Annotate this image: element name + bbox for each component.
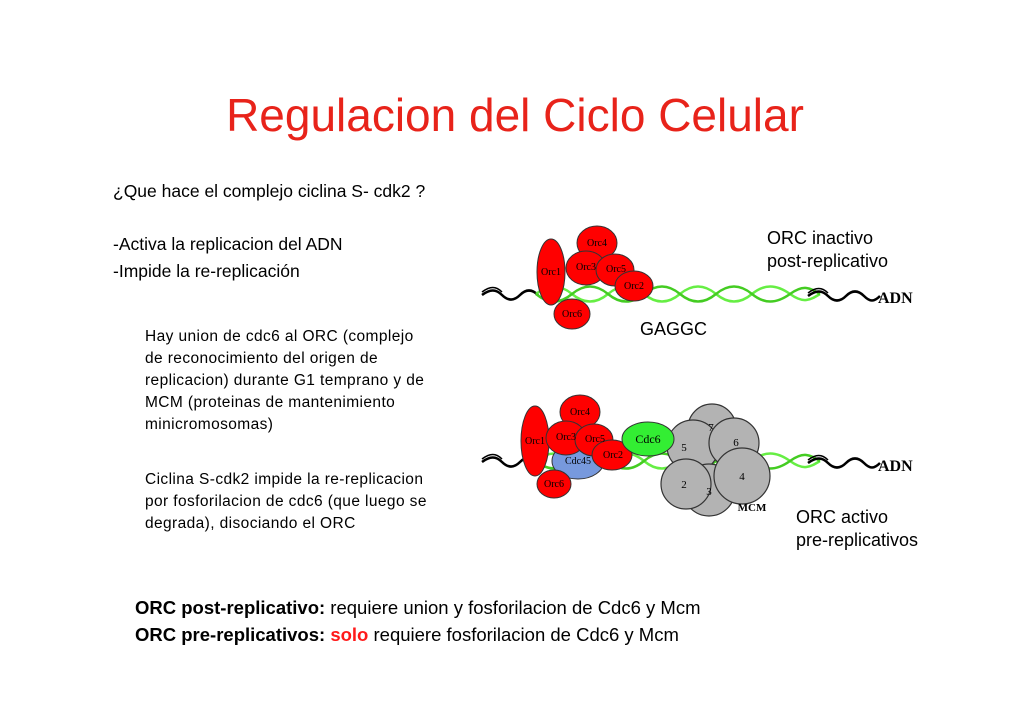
dna-label: ADN [878,458,913,475]
protein-label: Orc2 [603,450,623,461]
protein-label: Cdc45 [565,456,591,467]
summary-term: ORC pre-replicativos: [135,624,326,645]
function-item: -Impide la re-replicación [113,261,300,281]
mcm-complex [660,403,771,517]
summary-emphasis: solo [330,624,369,645]
mcm-text-label: MCM [738,502,767,514]
mcm-label: 7 [708,422,714,434]
paragraph-line: Ciclina S-cdk2 impide la re-replicacion [145,471,424,488]
paragraph-line: MCM (proteinas de mantenimiento [145,394,396,411]
mcm-label: 2 [681,479,687,491]
orc-inactive-label: ORC inactivo post-replicativo [767,227,888,273]
label-line: ORC inactivo [767,228,874,248]
protein-label: Orc5 [585,434,605,445]
orc1-shape [536,238,566,306]
protein-label: Orc4 [570,407,590,418]
mcm-label: 4 [739,471,745,483]
protein-label: Orc2 [624,281,644,292]
orc-complex-top [536,225,654,330]
summary-term: ORC post-replicativo: [135,597,326,618]
protein-label: Orc5 [606,264,626,275]
label-line: post-replicativo [767,251,889,271]
protein-label: Orc6 [544,479,564,490]
cdc6-shape [621,421,675,457]
protein-label: Orc1 [541,267,561,278]
paragraph-line: degrada), disociando el ORC [145,515,356,532]
paragraph-line: por fosforilacion de cdc6 (que luego se [145,493,427,510]
protein-label: Orc3 [556,432,576,443]
summary-post-replicativo: ORC post-replicativo: requiere union y f… [135,595,700,621]
paragraph-line: Hay union de cdc6 al ORC (complejo [145,328,414,345]
label-line: pre-replicativos [796,530,919,550]
paragraph-line: replicacion) durante G1 temprano y de [145,372,425,389]
orc2-shape [614,270,654,302]
summary-text: requiere union y fosforilacion de Cdc6 y… [325,597,701,618]
page-title: Regulacion del Ciclo Celular [226,89,804,141]
dna-top: ADN [481,285,913,307]
mcm-label: 3 [706,486,712,498]
protein-label: Orc6 [562,309,582,320]
sequence-label: GAGGC [640,319,708,339]
protein-label: Cdc6 [635,432,660,446]
mcm-label: 6 [733,437,739,449]
mcm-label: 5 [681,442,687,454]
summary-text: requiere fosforilacion de Cdc6 y Mcm [368,624,679,645]
orc2-shape [591,439,633,471]
question-text: ¿Que hace el complejo ciclina S- cdk2 ? [113,181,426,201]
orc6-shape [536,469,572,499]
dna-label: ADN [878,290,913,307]
mcm-subunit [660,458,712,510]
mcm-subunit [713,447,771,505]
summary-pre-replicativos: ORC pre-replicativos: solo requiere fosf… [135,622,679,648]
paragraph-orc: Hay union de cdc6 al ORC (complejo de re… [145,326,424,436]
protein-label: Orc1 [525,436,545,447]
orc6-shape [553,298,591,330]
function-item: -Activa la replicacion del ADN [113,234,343,254]
paragraph-line: minicromosomas) [145,416,274,433]
label-line: ORC activo [796,507,889,527]
protein-label: Orc3 [576,262,596,273]
orc-active-label: ORC activo pre-replicativos [796,506,918,552]
orc-complex-bottom [520,394,675,499]
paragraph-cdk2: Ciclina S-cdk2 impide la re-replicacion … [145,469,427,535]
paragraph-line: de reconocimiento del origen de [145,350,378,367]
protein-label: Orc4 [587,238,607,249]
